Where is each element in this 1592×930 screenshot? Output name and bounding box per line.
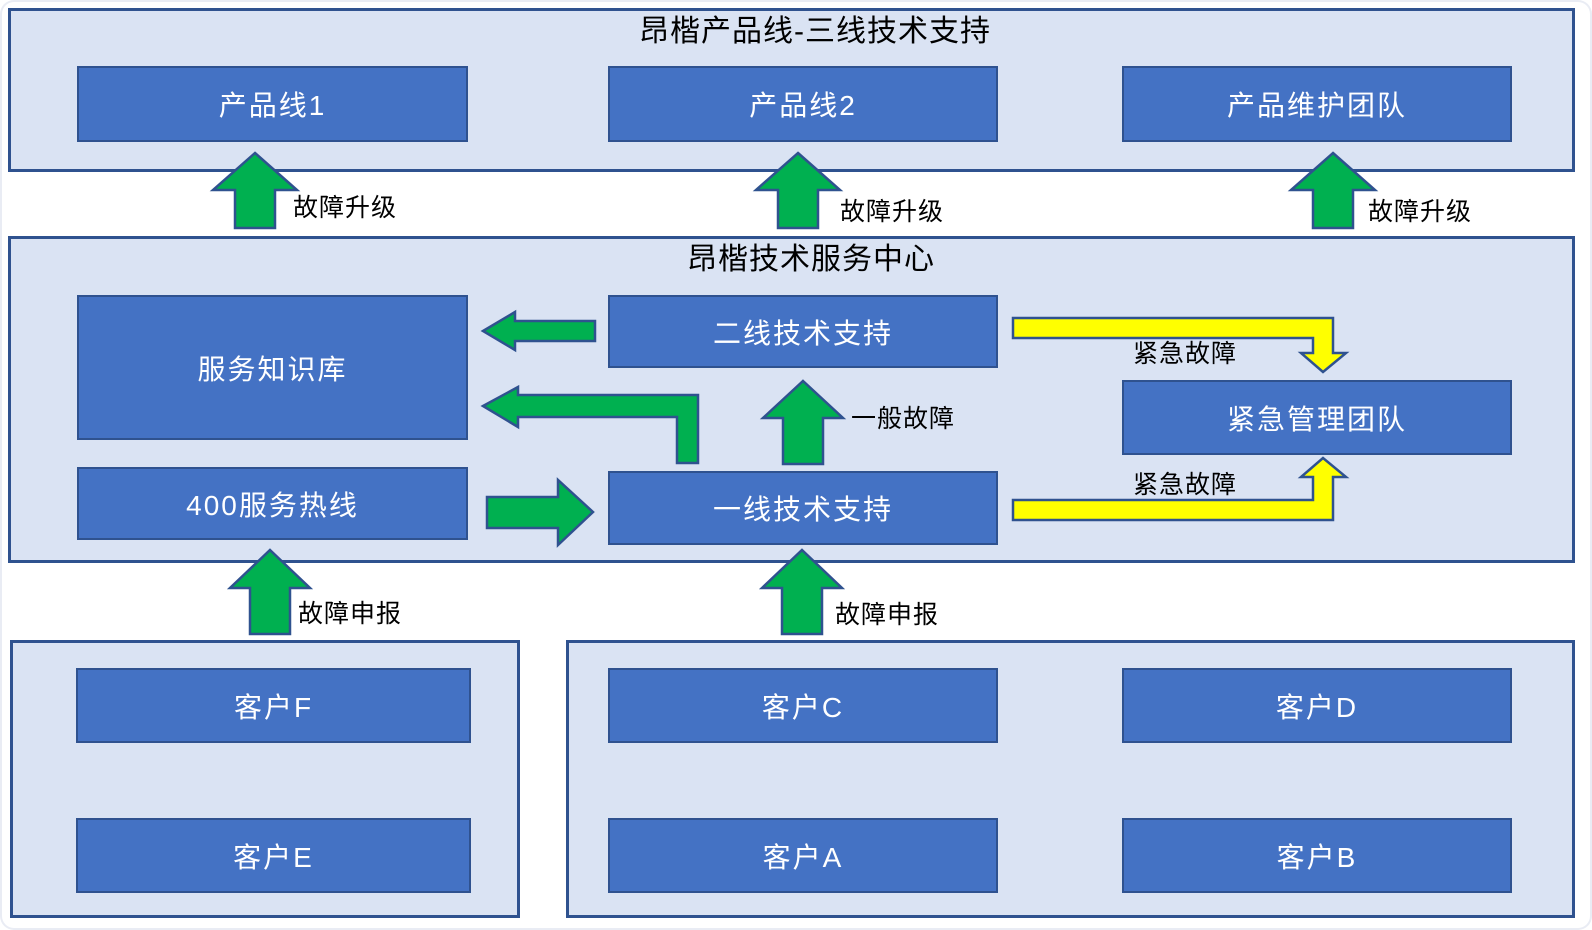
arrow-emergency-fault-bottom-elbow [1011, 456, 1350, 522]
node-hotline-400: 400服务热线 [77, 467, 468, 540]
node-product-line-2: 产品线2 [608, 66, 998, 142]
arrow-hotline-to-tier1 [485, 477, 595, 548]
arrow-fault-escalation-up-3 [1287, 151, 1379, 230]
node-emergency-management-team: 紧急管理团队 [1122, 380, 1512, 455]
node-tier1-support: 一线技术支持 [608, 471, 998, 545]
container-title-product-lines: 昂楷产品线-三线技术支持 [639, 15, 991, 48]
node-service-knowledge-base: 服务知识库 [77, 295, 468, 440]
arrow-label-general-fault: 一般故障 [851, 405, 956, 433]
arrow-tier1-to-knowledge-base-elbow [480, 384, 700, 465]
container-title-service-center: 昂楷技术服务中心 [687, 243, 935, 276]
arrow-emergency-fault-top-elbow [1011, 316, 1350, 374]
node-customer-c: 客户C [608, 668, 998, 743]
node-product-line-1: 产品线1 [77, 66, 468, 142]
arrow-label-fault-escalation-2: 故障升级 [840, 198, 945, 226]
arrow-tier2-to-knowledge-base [480, 309, 597, 353]
arrow-fault-escalation-up-2 [752, 151, 844, 230]
arrow-fault-report-up-right [758, 548, 846, 636]
node-customer-d: 客户D [1122, 668, 1512, 743]
arrow-general-fault-up [759, 379, 847, 466]
arrow-label-fault-report-right: 故障申报 [835, 601, 940, 629]
arrow-label-fault-escalation-3: 故障升级 [1368, 198, 1473, 226]
arrow-label-emergency-fault-bottom: 紧急故障 [1133, 471, 1238, 499]
arrow-fault-escalation-up-1 [209, 151, 301, 230]
arrow-label-fault-escalation-1: 故障升级 [293, 194, 398, 222]
node-customer-b: 客户B [1122, 818, 1512, 893]
arrow-fault-report-up-left [226, 548, 314, 636]
arrow-label-emergency-fault-top: 紧急故障 [1133, 340, 1238, 368]
node-customer-f: 客户F [76, 668, 471, 743]
node-tier2-support: 二线技术支持 [608, 295, 998, 368]
node-customer-a: 客户A [608, 818, 998, 893]
node-product-maintenance-team: 产品维护团队 [1122, 66, 1512, 142]
arrow-label-fault-report-left: 故障申报 [298, 600, 403, 628]
node-customer-e: 客户E [76, 818, 471, 893]
